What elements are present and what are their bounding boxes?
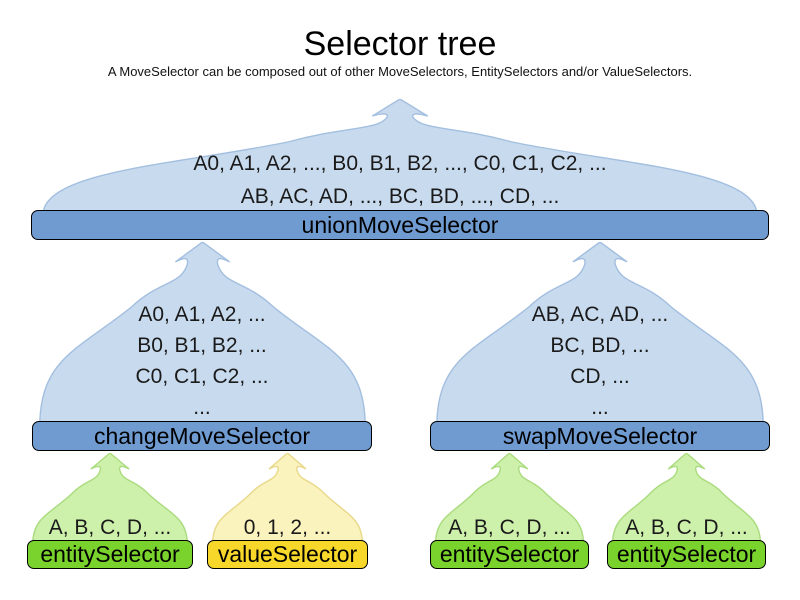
cloud-text-line: 0, 1, 2, ... <box>243 516 332 539</box>
cloud-text-line: A0, A1, A2, ..., B0, B1, B2, ..., C0, C1… <box>193 152 607 175</box>
change-cloud-text: A0, A1, A2, ... B0, B1, B2, ... C0, C1, … <box>32 299 372 423</box>
swap-move-selector-bar: swapMoveSelector <box>430 421 770 451</box>
value-selector-label: valueSelector <box>217 541 358 567</box>
union-move-selector-bar: unionMoveSelector <box>31 210 769 240</box>
entity2-cloud-text: A, B, C, D, ... <box>430 512 589 543</box>
node-swap-move-selector: AB, AC, AD, ... BC, BD, ... CD, ... ... … <box>430 242 770 452</box>
union-move-selector-label: unionMoveSelector <box>301 211 499 238</box>
change-move-selector-label: changeMoveSelector <box>93 422 311 449</box>
change-move-selector-bar: changeMoveSelector <box>32 421 372 451</box>
swap-move-selector-label: swapMoveSelector <box>502 422 698 449</box>
cloud-text-line: BC, BD, ... <box>550 334 650 357</box>
cloud-text-line: ... <box>591 396 609 419</box>
union-cloud-shape <box>30 99 770 213</box>
entity-selector-2-label: entitySelector <box>439 541 580 567</box>
entity1-cloud-shape <box>27 453 193 542</box>
entity2-cloud-shape <box>430 453 589 542</box>
cloud-text-line: CD, ... <box>570 365 630 388</box>
value-cloud-shape <box>207 453 368 542</box>
cloud-text-line: A0, A1, A2, ... <box>138 303 266 326</box>
node-change-move-selector: A0, A1, A2, ... B0, B1, B2, ... C0, C1, … <box>32 242 372 452</box>
cloud-text-line: B0, B1, B2, ... <box>137 334 267 357</box>
cloud-text-line: AB, AC, AD, ..., BC, BD, ..., CD, ... <box>240 185 560 208</box>
cloud-text-line: AB, AC, AD, ... <box>531 303 669 326</box>
entity-selector-2-bar: entitySelector <box>430 540 589 569</box>
node-entity-selector-1: A, B, C, D, ... entitySelector <box>27 453 193 570</box>
entity-selector-3-label: entitySelector <box>616 541 757 567</box>
swap-cloud-shape <box>430 242 770 423</box>
entity-selector-1-label: entitySelector <box>40 541 180 567</box>
cloud-text-line: A, B, C, D, ... <box>48 516 172 539</box>
cloud-text-line: ... <box>193 396 211 419</box>
node-value-selector: 0, 1, 2, ... valueSelector <box>207 453 368 570</box>
page-subtitle: A MoveSelector can be composed out of ot… <box>107 64 693 79</box>
cloud-text-line: A, B, C, D, ... <box>448 516 571 539</box>
node-entity-selector-3: A, B, C, D, ... entitySelector <box>607 453 766 570</box>
union-cloud-text: A0, A1, A2, ..., B0, B1, B2, ..., C0, C1… <box>0 147 800 213</box>
cloud-text-line: C0, C1, C2, ... <box>135 365 269 388</box>
entity-selector-1-bar: entitySelector <box>27 540 193 569</box>
cloud-text-line: A, B, C, D, ... <box>625 516 748 539</box>
change-cloud-shape <box>33 242 372 423</box>
entity3-cloud-shape <box>607 453 766 542</box>
entity3-cloud-text: A, B, C, D, ... <box>607 512 766 543</box>
entity1-cloud-text: A, B, C, D, ... <box>27 512 193 543</box>
swap-cloud-text: AB, AC, AD, ... BC, BD, ... CD, ... ... <box>430 299 770 423</box>
entity-selector-3-bar: entitySelector <box>607 540 766 569</box>
node-entity-selector-2: A, B, C, D, ... entitySelector <box>430 453 589 570</box>
value-cloud-text: 0, 1, 2, ... <box>207 512 368 543</box>
value-selector-bar: valueSelector <box>207 540 368 569</box>
page-title: Selector tree <box>303 25 497 63</box>
